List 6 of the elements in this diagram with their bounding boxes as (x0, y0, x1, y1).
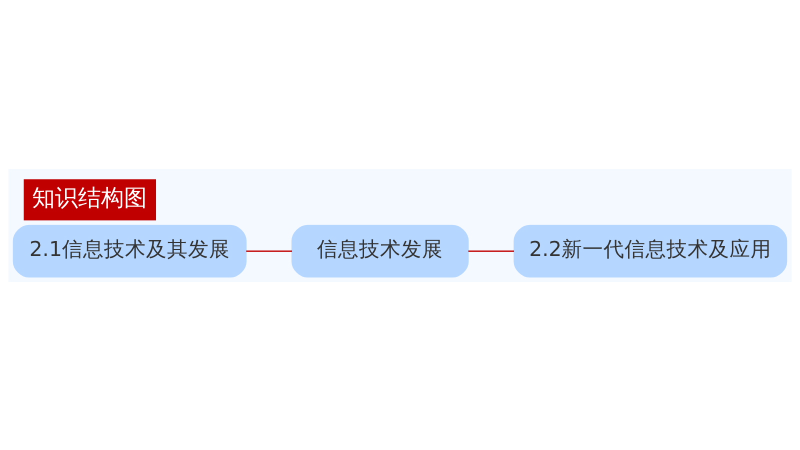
diagram-title: 知识结构图 (32, 184, 148, 211)
connector (246, 250, 292, 252)
connector (468, 250, 514, 252)
node-box: 信息技术发展 (292, 224, 469, 277)
node-box: 2.2新一代信息技术及应用 (514, 224, 788, 277)
node-box: 2.1信息技术及其发展 (12, 224, 247, 277)
